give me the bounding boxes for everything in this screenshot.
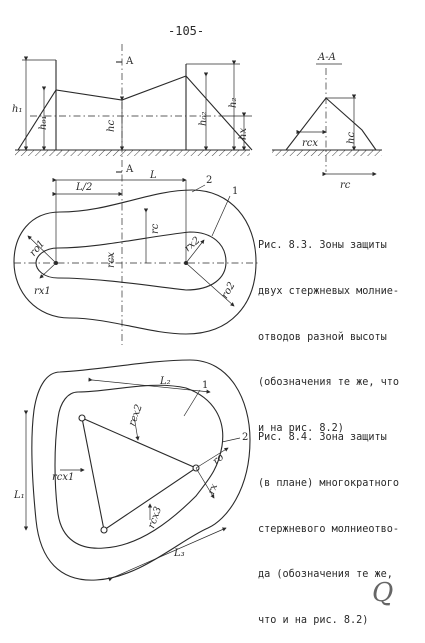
label-rcx2: rcx2 — [127, 403, 145, 428]
label-h01: h₀₁ — [38, 116, 49, 130]
figure-8-3-plan: A L/2 L 2 1 rc rx2 ro2 rcx ro1 rx1 — [13, 160, 260, 345]
label-zone-2: 2 — [242, 432, 248, 443]
zone-outer-2 — [13, 189, 257, 335]
label-zone-1: 1 — [202, 380, 208, 391]
label-h02: h₀₂ — [198, 112, 209, 126]
figure-8-4-plan: L₁ L₂ L₃ 1 2 rcx2 rcx1 rcx3 ro rx — [13, 359, 251, 582]
caption-line: и на рис. 8.2) — [258, 422, 344, 434]
label-hx: hx — [238, 128, 249, 140]
label-hc-section: hc — [346, 132, 357, 144]
caption-line: (обозначения те же, что — [258, 377, 400, 389]
page-number: -105- — [168, 24, 205, 38]
caption-line: Рис. 8.3. Зоны защиты — [258, 240, 387, 252]
margin-pencil-mark: Q — [372, 578, 394, 608]
figure-8-2-elevation: h₁ h₀₁ hc A h₀₂ h₂ hx — [12, 44, 253, 160]
label-L3: L₃ — [173, 548, 185, 559]
figures-canvas: h₁ h₀₁ hc A h₀₂ h₂ hx A-A hc — [12, 44, 382, 582]
section-a-a: A-A hc rcx rc — [272, 52, 382, 191]
label-hc: hc — [106, 120, 117, 132]
label-rx1: rx1 — [34, 286, 51, 297]
label-L2: L/2 — [75, 182, 92, 193]
ground-hatch — [15, 150, 250, 156]
label-h2: h₂ — [228, 98, 239, 108]
label-zone-1: 1 — [232, 186, 238, 197]
label-zone-2: 2 — [206, 175, 212, 186]
caption-figure-8-3: Рис. 8.3. Зоны защиты двух стержневых мо… — [258, 208, 399, 451]
caption-line: что и на рис. 8.2) — [258, 614, 369, 626]
label-rc: rc — [150, 223, 161, 234]
zone-outline — [17, 75, 253, 151]
section-title: A-A — [317, 52, 336, 63]
label-L: L — [149, 170, 157, 181]
label-rx2: rx2 — [182, 235, 202, 254]
caption-line: двух стержневых молние- — [258, 286, 400, 298]
label-rcx: rcx — [106, 252, 117, 268]
section-marker-top: A — [125, 56, 134, 67]
label-rcx3: rcx3 — [146, 505, 164, 530]
label-rcx-section: rcx — [302, 138, 318, 149]
label-ro1: ro1 — [28, 238, 47, 258]
label-rc-section: rc — [340, 180, 351, 191]
caption-line: отводов разной высоты — [258, 331, 387, 343]
rod-triangle — [81, 417, 198, 531]
label-L1: L₁ — [13, 490, 25, 501]
caption-line: стержневого молниеотво- — [258, 523, 400, 535]
label-ro2: ro2 — [220, 280, 238, 300]
label-L2: L₂ — [159, 376, 171, 387]
label-h1: h₁ — [12, 104, 22, 115]
label-ro: ro — [211, 452, 226, 467]
label-rcx1: rcx1 — [52, 472, 74, 483]
caption-line: (в плане) многократного — [258, 478, 400, 490]
section-marker-plan: A — [125, 164, 134, 175]
label-rx: rx — [206, 482, 220, 496]
caption-line: да (обозначения те же, — [258, 569, 393, 581]
zone-inner-1 — [35, 231, 227, 291]
caption-line: Рис. 8.4. Зона защиты — [258, 432, 387, 444]
